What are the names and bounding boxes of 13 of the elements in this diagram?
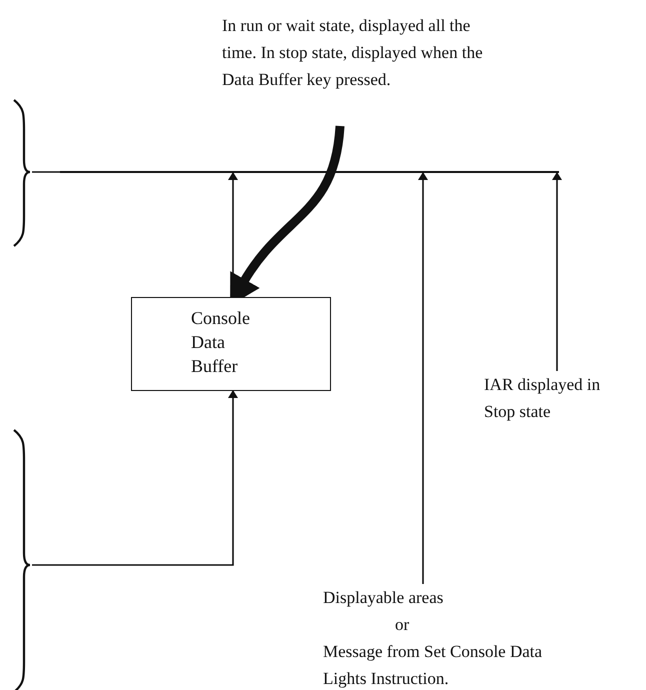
annotation-text: In run or wait state, displayed all the time. In stop state, displayed when the Data Buffer key pressed. bbox=[222, 15, 484, 91]
note-text: Message from Set Console Data Lights Instruction. bbox=[323, 641, 544, 690]
arrow bbox=[552, 172, 562, 371]
note-text: Displayable areas bbox=[323, 587, 444, 609]
bus-line bbox=[60, 171, 559, 173]
note-text: or bbox=[394, 614, 410, 636]
process-box bbox=[131, 297, 331, 391]
curly-brace bbox=[13, 99, 32, 247]
arrow bbox=[32, 390, 238, 566]
note-text: IAR displayed in Stop state bbox=[484, 374, 602, 423]
box-label: Console Data Buffer bbox=[191, 307, 252, 378]
arrow bbox=[418, 172, 428, 584]
curly-brace bbox=[13, 429, 32, 690]
